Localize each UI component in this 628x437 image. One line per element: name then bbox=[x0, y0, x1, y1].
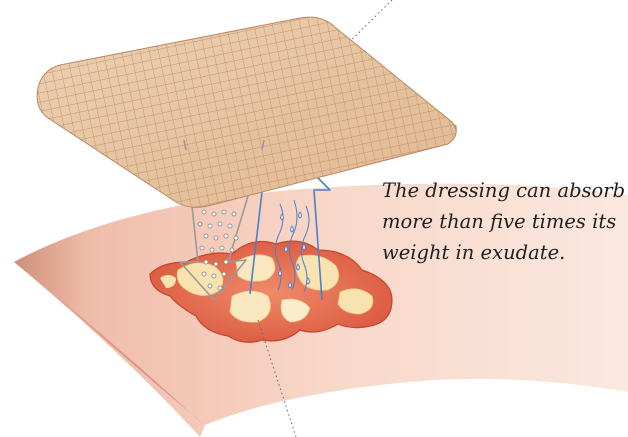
slough-patch-4 bbox=[230, 291, 270, 322]
caption-line-2: more than five times its bbox=[382, 206, 628, 237]
caption-line-3: weight in exudate. bbox=[382, 237, 628, 268]
absorption-caption: The dressing can absorb more than five t… bbox=[382, 175, 628, 268]
slough-patch-2 bbox=[236, 255, 275, 282]
caption-line-1: The dressing can absorb bbox=[382, 175, 628, 206]
